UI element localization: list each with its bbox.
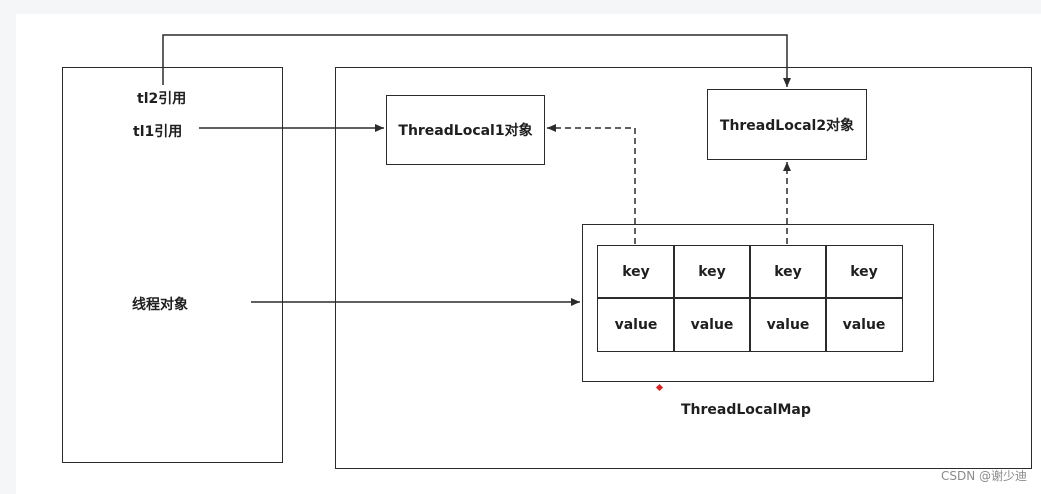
map-value-cell: value [673,297,751,352]
thread-object-label: 线程对象 [132,297,188,313]
map-key-cell: key [749,245,827,299]
threadlocal1-object-label: ThreadLocal1对象 [398,123,533,139]
map-key-cell: key [673,245,751,299]
map-value-cell: value [749,297,827,352]
map-value-cell: value [597,297,675,352]
watermark: CSDN @谢少迪 [940,469,1027,483]
tl2-reference-label: tl2引用 [137,91,187,107]
map-key-cell: key [597,245,675,299]
diagram-canvas [16,14,1041,494]
threadlocalmap-label: ThreadLocalMap [681,402,811,418]
map-value-cell: value [825,297,903,352]
thread-stack-box [62,67,283,463]
heap-box [335,67,1032,469]
map-key-cell: key [825,245,903,299]
threadlocal1-object-box: ThreadLocal1对象 [386,95,545,165]
tl1-reference-label: tl1引用 [133,124,183,140]
threadlocal2-object-label: ThreadLocal2对象 [719,117,855,134]
threadlocal2-object-box: ThreadLocal2对象 [707,89,867,160]
tl2-ref-arrow [162,34,791,87]
threadlocalmap-box [582,224,934,382]
key-to-threadlocal1-arrow [547,124,636,244]
